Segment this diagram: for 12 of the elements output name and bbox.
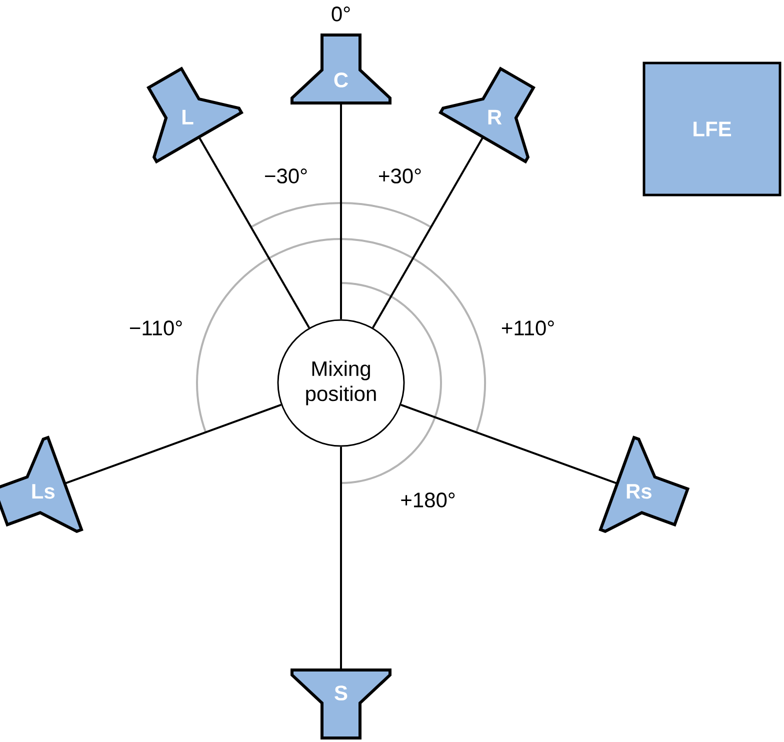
connector-line bbox=[340, 103, 342, 320]
angle-label: −110° bbox=[130, 320, 182, 336]
angle-label: +110° bbox=[502, 320, 554, 336]
angle-label: −30° bbox=[265, 168, 307, 184]
speaker-box: LFE bbox=[642, 62, 782, 196]
connector-line bbox=[198, 136, 310, 328]
connector-line bbox=[340, 446, 342, 670]
connector-line bbox=[400, 404, 618, 484]
angle-label: +180° bbox=[401, 492, 455, 508]
connector-line bbox=[64, 404, 282, 484]
connector-line bbox=[372, 136, 484, 328]
angle-label: +30° bbox=[379, 168, 421, 184]
